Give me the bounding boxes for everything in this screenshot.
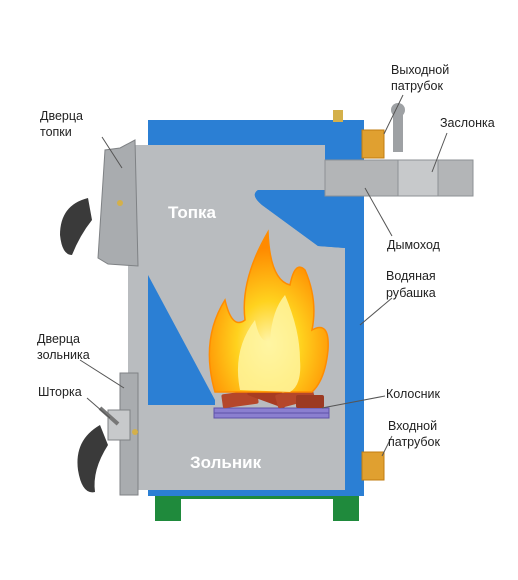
outlet-fitting xyxy=(361,129,385,159)
leader-inlet xyxy=(381,435,393,457)
shutter-lever-icon xyxy=(98,406,120,426)
label-damper: Заслонка xyxy=(440,116,495,130)
damper-handle xyxy=(393,112,403,152)
label-ash-door: Дверца зольника xyxy=(37,332,90,362)
zone-firebox: Топка xyxy=(168,203,216,222)
door-bolt-icon xyxy=(117,200,123,206)
leader-shutter xyxy=(86,397,111,419)
ashpit-handle-icon xyxy=(77,425,108,493)
firebox-handle-icon xyxy=(60,198,92,255)
label-grate: Колосник xyxy=(386,387,440,401)
label-shutter: Шторка xyxy=(38,385,82,399)
label-flue-outlet: Выходной патрубок xyxy=(391,63,453,93)
shutter-plate xyxy=(107,409,131,441)
flame-inner xyxy=(237,295,301,392)
leader-firebox-door xyxy=(101,136,123,169)
leader-chimney xyxy=(364,187,393,237)
damper-housing xyxy=(397,159,439,197)
label-chimney: Дымоход xyxy=(387,238,441,252)
label-firebox-door: Дверца топки xyxy=(40,109,86,139)
leader-grate xyxy=(321,395,386,409)
baffle xyxy=(254,190,345,248)
top-nipple xyxy=(333,110,343,122)
leader-water-jacket xyxy=(359,297,393,326)
label-water-jacket: Водяная рубашка xyxy=(386,269,439,300)
zone-ashpit: Зольник xyxy=(190,453,262,472)
leg-left xyxy=(155,495,181,521)
inlet-fitting xyxy=(361,451,385,481)
label-inlet: Входной патрубок xyxy=(388,419,441,449)
jacket-wedge xyxy=(148,275,215,405)
leg-right xyxy=(333,495,359,521)
leader-flue-outlet xyxy=(383,94,404,135)
leader-damper xyxy=(431,132,448,173)
ash-door-bolt-icon xyxy=(132,429,138,435)
leader-ash-door xyxy=(79,359,125,389)
